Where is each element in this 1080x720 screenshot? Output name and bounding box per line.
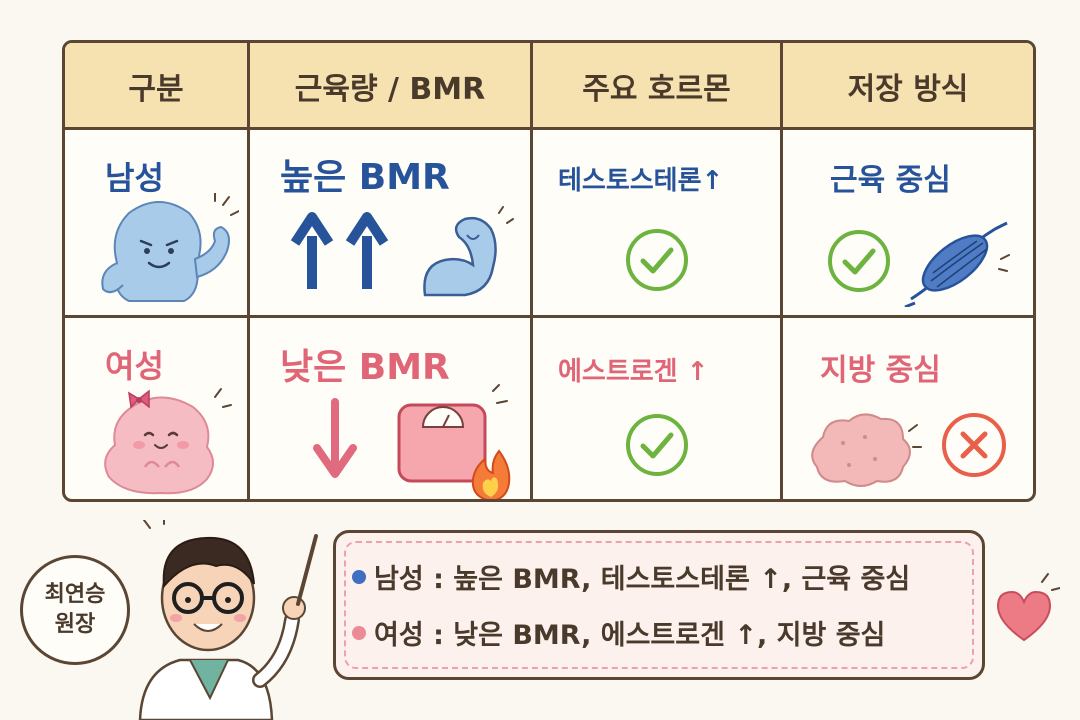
header-bmr: 근육량 / BMR [294,72,486,107]
header-hormone: 주요 호르몬 [582,72,731,107]
row-male-label: 남성 [105,159,164,197]
row-female-hormone: 에스트로겐 ↑ [558,357,709,387]
row-female-storage: 지방 중심 [820,353,941,388]
summary-female-text: 여성 : 낮은 BMR, 에스트로겐 ↑, 지방 중심 [374,620,886,651]
muscle-icon [904,221,1010,307]
row-female-bmr: 낮은 BMR [280,347,450,388]
bullet-dot [352,625,366,640]
check-icon [828,230,890,292]
row-male-storage: 근육 중심 [830,163,951,198]
male-character-icon [101,193,239,302]
doctor-name-line2: 원장 [54,612,96,637]
female-character-icon [104,388,232,495]
check-icon [626,414,688,476]
doctor-name-bubble: 최연승 원장 [20,555,130,665]
divider [247,43,250,499]
header-row [65,43,1033,129]
check-icon [626,229,688,291]
fire-icon [471,449,511,499]
header-group: 구분 [128,72,184,107]
divider [65,127,1033,130]
arrow-up-icon [290,212,389,289]
summary-female-line: 여성 : 낮은 BMR, 에스트로겐 ↑, 지방 중심 [352,613,885,652]
divider [65,315,1033,318]
summary-male-text: 남성 : 높은 BMR, 테스토스테론 ↑, 근육 중심 [374,564,911,595]
doctor-icon [138,520,318,720]
cross-icon [942,413,1006,477]
divider [530,43,533,499]
heart-icon [996,573,1060,642]
summary-dashed-frame [344,541,974,669]
fat-blob-icon [811,413,922,487]
scale-icon [397,384,508,483]
row-male-hormone: 테스토스테론↑ [558,166,724,196]
flexed-arm-icon [423,206,514,297]
row-male-bmr: 높은 BMR [280,157,450,198]
summary-box: 남성 : 높은 BMR, 테스토스테론 ↑, 근육 중심 여성 : 낮은 BMR… [333,530,985,680]
comparison-table: 구분 근육량 / BMR 주요 호르몬 저장 방식 남성 높은 BMR 테스토스… [62,40,1036,502]
summary-male-line: 남성 : 높은 BMR, 테스토스테론 ↑, 근육 중심 [352,557,910,596]
header-storage: 저장 방식 [847,72,969,107]
bullet-dot [352,569,366,584]
divider [780,43,783,499]
arrow-down-icon [313,398,357,478]
doctor-name-line1: 최연승 [44,582,106,607]
row-female-label: 여성 [105,347,164,385]
